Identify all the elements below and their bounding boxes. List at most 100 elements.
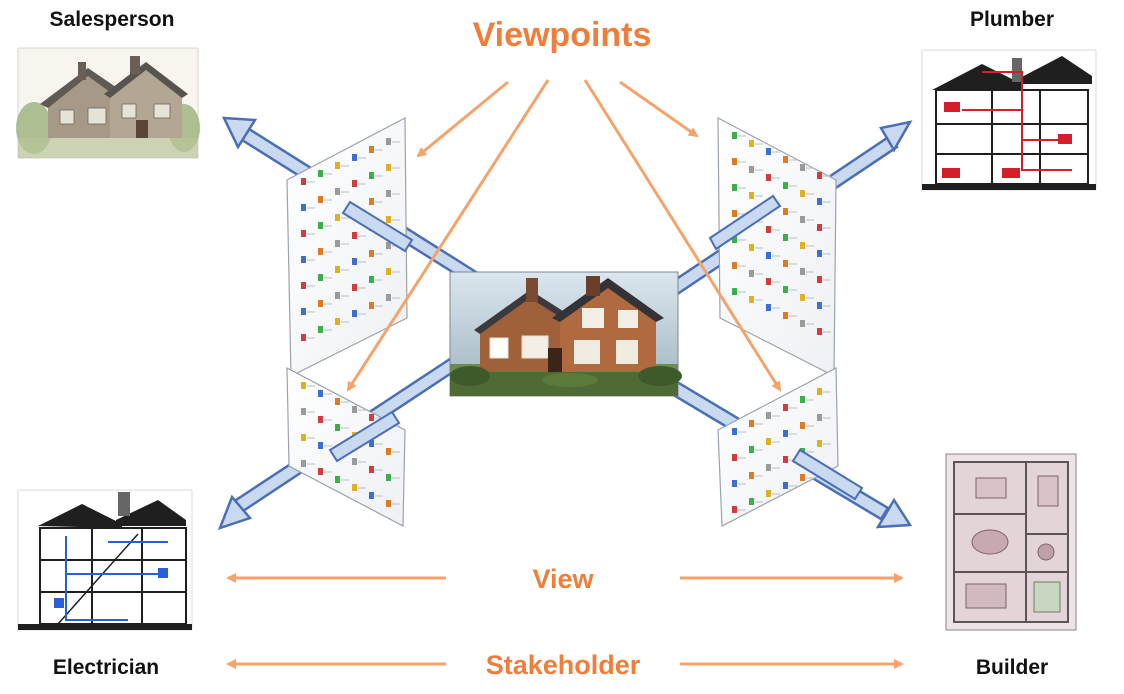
view-sheets (286, 117, 839, 527)
sheet-marker (335, 188, 340, 195)
sheet-marker (817, 440, 822, 447)
sheet-marker (352, 458, 357, 465)
orange-arrows (226, 79, 904, 669)
sheet-marker (386, 268, 391, 275)
sheet-marker (318, 248, 323, 255)
sheet-marker (369, 440, 374, 447)
sheet-marker (335, 214, 340, 221)
sheet-marker (800, 242, 805, 249)
sheet-marker (732, 184, 737, 191)
sheet-marker (817, 224, 822, 231)
sheet-marker (335, 424, 340, 431)
sheet-marker (386, 500, 391, 507)
sheet-marker (800, 190, 805, 197)
sheet-marker (800, 294, 805, 301)
sheet-marker (817, 328, 822, 335)
sheet-marker (817, 276, 822, 283)
sheet-marker (386, 138, 391, 145)
sheet-marker (732, 454, 737, 461)
sheet-marker (352, 154, 357, 161)
sheet-marker (749, 420, 754, 427)
blue-arrow-overlays (328, 194, 864, 501)
sheet-marker (386, 164, 391, 171)
sheet-marker (386, 216, 391, 223)
sheet-marker (318, 196, 323, 203)
sheet-marker (732, 506, 737, 513)
sheet-marker (335, 240, 340, 247)
sheet-marker (732, 236, 737, 243)
sheet-marker (352, 284, 357, 291)
sheet-marker (352, 232, 357, 239)
sheet-marker (352, 258, 357, 265)
sheet-marker (766, 490, 771, 497)
sheet-marker (766, 226, 771, 233)
sheet-marker (732, 132, 737, 139)
sheet-marker (318, 468, 323, 475)
sheet-marker (749, 140, 754, 147)
view-sheet-icon (717, 117, 837, 377)
sheet-marker (301, 230, 306, 237)
sheet-marker (301, 382, 306, 389)
sheet-marker (335, 266, 340, 273)
sheet-marker (369, 492, 374, 499)
sheet-marker (800, 268, 805, 275)
sheet-marker (783, 208, 788, 215)
sheet-marker (352, 484, 357, 491)
sheet-marker (318, 300, 323, 307)
sheet-marker (817, 198, 822, 205)
sheet-marker (766, 278, 771, 285)
sheet-marker (800, 474, 805, 481)
sheet-marker (301, 178, 306, 185)
sheet-marker (749, 192, 754, 199)
sheet-marker (301, 460, 306, 467)
sheet-marker (369, 276, 374, 283)
sheet-marker (783, 286, 788, 293)
sheet-marker (783, 182, 788, 189)
floor-plan-icon (945, 453, 1077, 631)
sheet-marker (301, 256, 306, 263)
sheet-marker (817, 388, 822, 395)
sheet-marker (318, 222, 323, 229)
sheet-marker (749, 270, 754, 277)
sheet-marker (335, 398, 340, 405)
sheet-marker (817, 250, 822, 257)
sheet-marker (783, 234, 788, 241)
sheet-marker (369, 302, 374, 309)
sheet-marker (732, 428, 737, 435)
stakeholder-builder-label: Builder (976, 656, 1048, 679)
sheet-marker (817, 172, 822, 179)
legend-view-label: View (532, 564, 594, 594)
sheet-marker (749, 166, 754, 173)
sheet-marker (301, 434, 306, 441)
sheet-marker (352, 406, 357, 413)
sheet-marker (817, 302, 822, 309)
sheet-marker (335, 292, 340, 299)
sheet-marker (301, 204, 306, 211)
sheet-marker (800, 164, 805, 171)
house-sketch-icon (16, 47, 200, 159)
sheet-marker (386, 448, 391, 455)
view-sheet-icon (286, 117, 408, 377)
sheet-marker (749, 244, 754, 251)
sheet-marker (301, 282, 306, 289)
sheet-marker (732, 158, 737, 165)
sheet-marker (783, 156, 788, 163)
sheet-marker (749, 472, 754, 479)
stakeholder-electrician-label: Electrician (53, 656, 159, 679)
sheet-marker (386, 294, 391, 301)
sheet-marker (766, 252, 771, 259)
sheet-marker (369, 198, 374, 205)
sheet-marker (369, 172, 374, 179)
sheet-marker (386, 242, 391, 249)
sheet-marker (369, 414, 374, 421)
plumbing-plan-icon (921, 49, 1097, 191)
stakeholder-salesperson-label: Salesperson (50, 8, 175, 31)
sheet-marker (800, 422, 805, 429)
sheet-marker (318, 416, 323, 423)
sheet-marker (318, 326, 323, 333)
sheet-marker (318, 274, 323, 281)
sheet-marker (318, 170, 323, 177)
sheet-marker (749, 446, 754, 453)
